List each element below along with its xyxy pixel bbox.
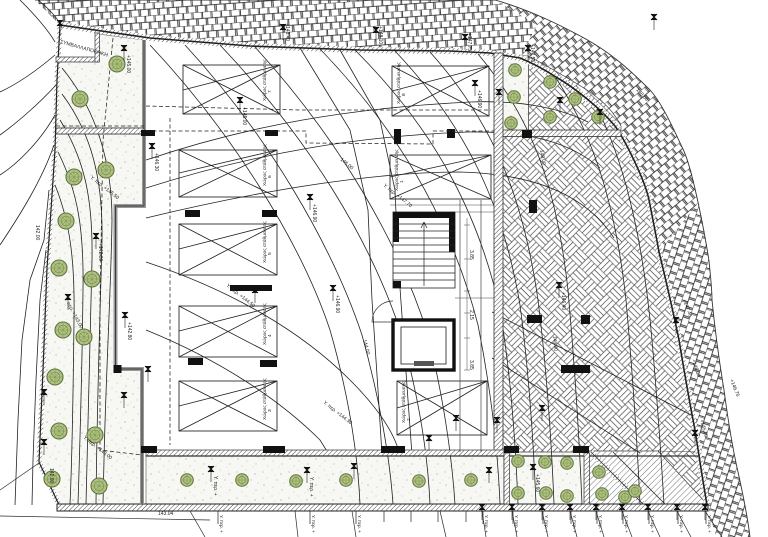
svg-text:Υ. περ. +: Υ. περ. + [624, 515, 629, 533]
svg-text:Χώρος στάθμευσης: Χώρος στάθμευσης [393, 149, 400, 191]
svg-text:Υ. περ. +: Υ. περ. + [598, 515, 603, 533]
svg-text:Χώρος στάθμευσης: Χώρος στάθμευσης [261, 303, 268, 345]
svg-text:Υ. περ. +: Υ. περ. + [212, 476, 218, 496]
svg-text:Υ. περ. +: Υ. περ. + [572, 515, 577, 533]
svg-text:+148.10: +148.10 [377, 26, 383, 44]
svg-text:Υ. περ. +: Υ. περ. + [679, 515, 684, 533]
svg-text:Υ. περ. +: Υ. περ. + [484, 515, 489, 533]
svg-text:+142.80: +142.80 [126, 322, 132, 340]
svg-text:3.85: 3.85 [468, 250, 474, 260]
svg-text:Χώρος στάθμευσης: Χώρος στάθμευσης [261, 59, 268, 101]
svg-text:Υ. περ. +: Υ. περ. + [357, 515, 362, 533]
svg-text:6: 6 [267, 175, 273, 178]
svg-text:+145.00: +145.00 [125, 55, 131, 73]
svg-text:+147.50: +147.50 [529, 44, 535, 62]
svg-text:Χώρος στάθμευσης: Χώρος στάθμευσης [261, 144, 268, 186]
svg-text:+147.75: +147.75 [466, 33, 472, 51]
svg-text:148.00: 148.00 [538, 149, 547, 165]
svg-text:+146.90: +146.90 [334, 295, 340, 313]
svg-text:Υ. περ. +: Υ. περ. + [514, 515, 519, 533]
svg-text:Υ. περ. +: Υ. περ. + [707, 515, 712, 533]
svg-text:+146.30: +146.30 [690, 359, 701, 378]
svg-text:+148.40: +148.40 [284, 23, 290, 41]
svg-text:3.85: 3.85 [468, 360, 474, 370]
svg-text:Χώρος στάθμευσης: Χώρος στάθμευσης [400, 381, 407, 423]
svg-text:Υ. περ. +: Υ. περ. + [311, 515, 316, 533]
svg-text:Χώρος στάθμευσης: Χώρος στάθμευσης [395, 62, 402, 104]
svg-text:Χώρος στάθμευσης: Χώρος στάθμευσης [261, 221, 268, 263]
svg-text:Υ. περ. +: Υ. περ. + [219, 515, 224, 533]
svg-text:+146.90: +146.90 [311, 204, 317, 222]
svg-text:1: 1 [399, 180, 405, 183]
svg-text:+145.60: +145.60 [534, 474, 540, 492]
svg-text:Χώρος στάθμευσης: Χώρος στάθμευσης [261, 378, 268, 420]
svg-text:144.00: 144.00 [361, 339, 371, 356]
svg-text:142.00: 142.00 [48, 468, 54, 484]
svg-text:+145.20: +145.20 [698, 419, 709, 438]
svg-text:+146.30: +146.30 [153, 153, 159, 171]
svg-text:+146.40: +146.40 [560, 292, 566, 310]
svg-text:142.00: 142.00 [34, 225, 40, 241]
svg-text:Υ. περ. +: Υ. περ. + [544, 515, 549, 533]
svg-text:5: 5 [267, 252, 273, 255]
svg-text:Υ. περ. +: Υ. περ. + [308, 477, 314, 497]
svg-text:146.00: 146.00 [551, 336, 558, 352]
svg-text:+146.90: +146.90 [476, 90, 482, 108]
svg-text:2.15: 2.15 [468, 310, 474, 320]
svg-text:143.04: 143.04 [158, 511, 174, 517]
svg-text:7: 7 [267, 90, 273, 93]
svg-text:+145.00: +145.00 [241, 107, 247, 125]
svg-text:3: 3 [267, 409, 273, 412]
svg-text:2: 2 [406, 418, 412, 421]
svg-text:Υ. περ. +: Υ. περ. + [650, 515, 655, 533]
svg-text:+147.40: +147.40 [681, 299, 693, 318]
svg-text:+142.80: +142.80 [97, 243, 103, 261]
svg-text:4: 4 [267, 334, 273, 337]
svg-text:8: 8 [401, 93, 407, 96]
